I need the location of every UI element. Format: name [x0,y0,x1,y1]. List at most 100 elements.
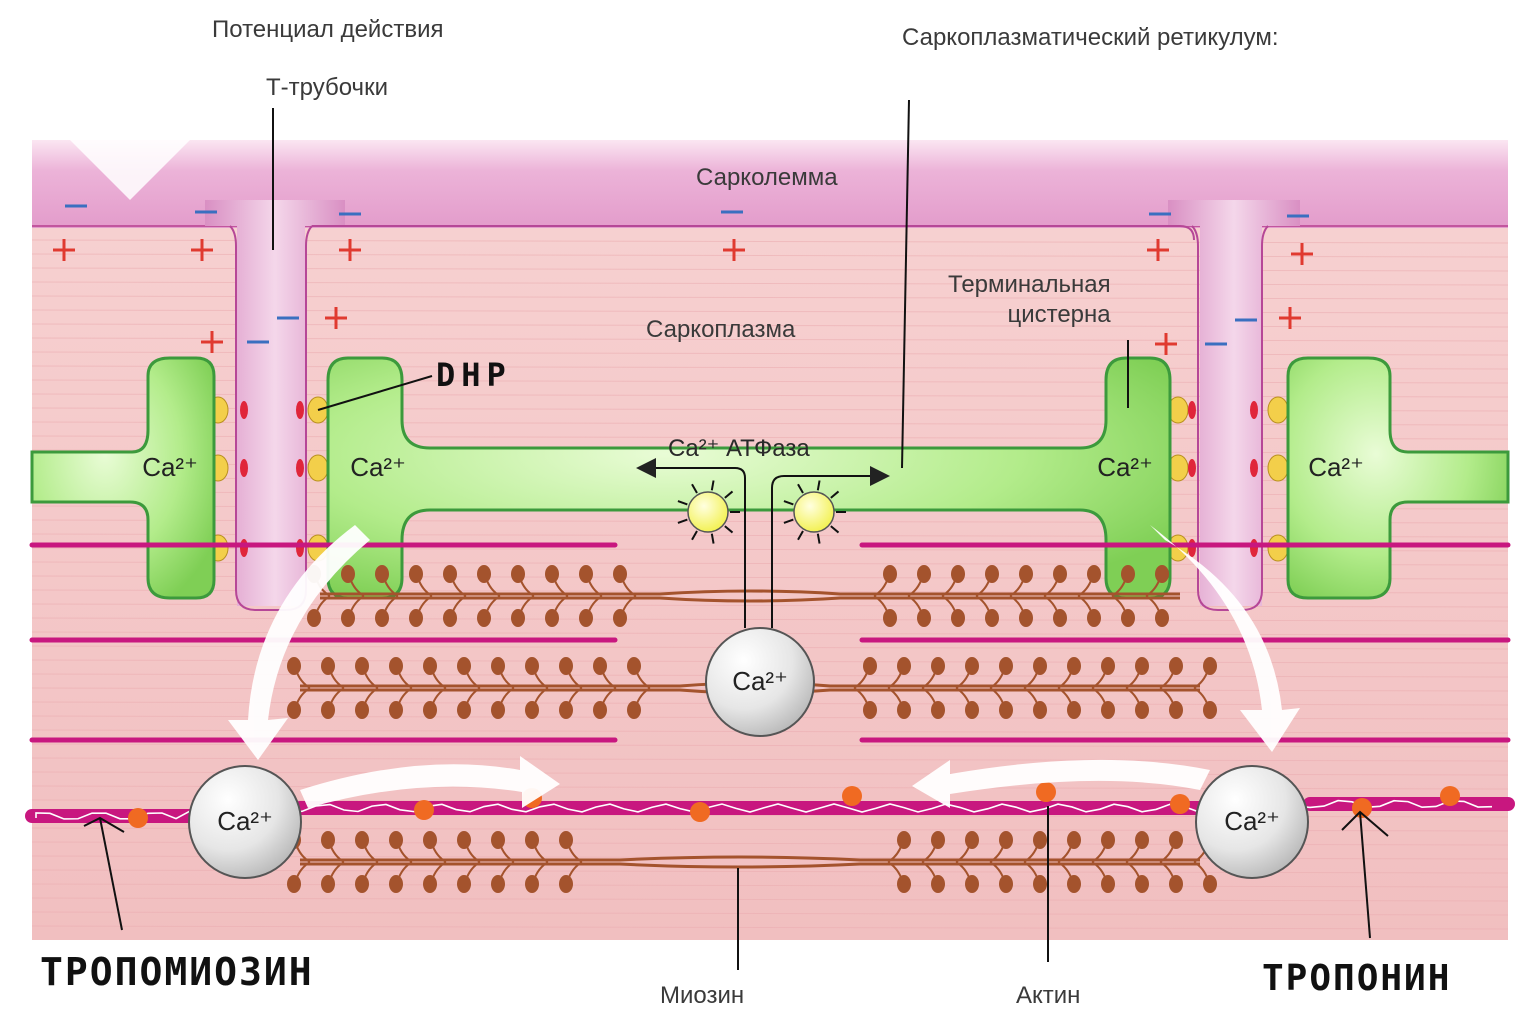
label-myosin: Миозин [660,982,745,1009]
myosin-head [321,657,335,675]
myosin-head [883,565,897,583]
troponin-dot [1440,786,1460,806]
myosin-head [1203,701,1217,719]
myosin-head [1087,565,1101,583]
handwritten-dhp: DHP [436,356,512,394]
myosin-head [1101,875,1115,893]
calcium-ion-label: Ca²⁺ [350,452,406,482]
myosin-head [477,609,491,627]
myosin-head [423,831,437,849]
myosin-head [965,657,979,675]
dhp-receptor [1267,396,1289,424]
action-potential-wave [70,140,190,200]
myosin-head [559,657,573,675]
myosin-head [1203,875,1217,893]
dhp-receptor [1267,454,1289,482]
label-actin: Актин [1016,982,1081,1009]
pointer-lines [83,99,1389,970]
myosin-head [525,701,539,719]
ryanodine-receptor [1188,401,1196,419]
myosin-head [559,831,573,849]
myosin-head [1169,701,1183,719]
ryanodine-receptor [1188,539,1196,557]
myosin-head [951,609,965,627]
myosin-head [389,875,403,893]
myosin-head [341,609,355,627]
myosin-head [965,875,979,893]
myosin-head [1135,875,1149,893]
myosin-head [931,657,945,675]
myosin-head [525,875,539,893]
dhp-receptor [307,454,329,482]
ryanodine-receptor [240,459,248,477]
myosin-head [863,657,877,675]
myosin-head [1135,831,1149,849]
label-ca-atpase: Ca²⁺ АТФаза [668,435,810,462]
myosin-head [355,831,369,849]
myosin-head [389,701,403,719]
myosin-head [1121,565,1135,583]
dhp-receptor [1267,534,1289,562]
myosin-head [897,701,911,719]
myosin-head [1019,565,1033,583]
myosin-head [579,609,593,627]
ryanodine-receptor [296,459,304,477]
myosin-head [321,701,335,719]
myosin-head [965,701,979,719]
myosin-head [491,657,505,675]
myosin-head [375,565,389,583]
myosin-head [443,609,457,627]
label-action-potential: Потенциал действия [212,16,444,43]
myosin-head [355,701,369,719]
myosin-head [999,831,1013,849]
myosin-head [1135,657,1149,675]
myosin-filaments [287,565,1217,893]
myosin-head [1019,609,1033,627]
myosin-head [1033,657,1047,675]
thin-filaments [29,542,1511,743]
troponin-dot [128,808,148,828]
myosin-head [477,565,491,583]
ryanodine-receptor [240,539,248,557]
myosin-head [409,565,423,583]
myosin-head [307,609,321,627]
myosin-head [341,565,355,583]
myosin-head [1053,609,1067,627]
myosin-head [1155,609,1169,627]
myosin-head [627,657,641,675]
myosin-head [1067,657,1081,675]
myosin-head [559,875,573,893]
calcium-ion-label: Ca²⁺ [142,452,198,482]
troponin-dot [690,802,710,822]
myosin-head [1121,609,1135,627]
ca-atpase-pump [793,491,835,533]
troponin-dot [842,786,862,806]
troponin-dot [1170,794,1190,814]
ryanodine-receptor [296,401,304,419]
myosin-head [375,609,389,627]
myosin-head [423,875,437,893]
myosin-head [1067,831,1081,849]
myosin-head [613,565,627,583]
label-sarcolemma: Сарколемма [696,164,838,191]
myosin-head [863,701,877,719]
myosin-head [999,657,1013,675]
myosin-head [355,875,369,893]
myosin-head [999,875,1013,893]
myosin-head [883,609,897,627]
sr-right-cistern [1286,356,1510,600]
myosin-head [931,701,945,719]
ca-atpase-pumps [636,458,890,628]
calcium-ion-label: Ca²⁺ [217,806,273,836]
myosin-head [917,609,931,627]
myosin-head [389,831,403,849]
myosin-head [545,565,559,583]
myosin-head [1169,657,1183,675]
myosin-head [1101,831,1115,849]
myosin-head [423,657,437,675]
myosin-head [491,875,505,893]
troponin-dot [1036,782,1056,802]
handwritten-tropomyosin: ТРОПОМИОЗИН [40,950,314,994]
label-terminal-cistern: Терминальная цистерна [948,271,1111,328]
